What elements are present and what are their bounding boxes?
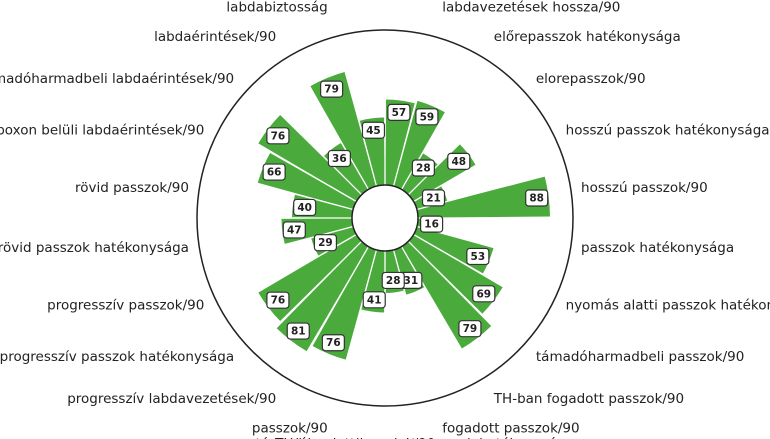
category-label-8: támadóharmadbeli passzok/90 [536, 349, 744, 365]
value-label-11: 28 [386, 275, 401, 287]
category-label-4: hosszú passzok hatékonysága [566, 123, 770, 139]
value-label-23: 45 [366, 125, 381, 137]
category-label-5: hosszú passzok/90 [581, 180, 708, 196]
value-label-3: 48 [451, 156, 466, 168]
value-box-20 [266, 127, 290, 145]
gridline-15 [255, 240, 363, 348]
value-box-16 [313, 234, 338, 252]
gridline-21 [255, 88, 363, 196]
gridline-23 [337, 41, 378, 187]
outer-ring [196, 29, 574, 407]
gridline-8 [413, 233, 544, 311]
gridline-9 [407, 240, 515, 348]
value-label-10: 31 [404, 275, 419, 287]
gridline-4 [413, 125, 544, 203]
value-label-14: 81 [291, 326, 306, 338]
category-label-20: támadóharmadbeli labdaérintések/90 [0, 71, 234, 87]
value-box-7 [466, 247, 490, 266]
category-label-14: progresszív labdavezetések/90 [67, 391, 276, 407]
value-box-9 [458, 320, 482, 338]
value-label-2: 28 [416, 163, 431, 175]
category-label-21: labdaérintések/90 [154, 29, 276, 45]
value-box-17 [282, 221, 306, 239]
value-label-0: 57 [392, 107, 407, 119]
gridline-1 [392, 41, 433, 187]
gridline-13 [337, 249, 378, 395]
category-label-19: boxon belüli labdaérintések/90 [0, 123, 204, 139]
category-label-3: elorepasszok/90 [536, 71, 646, 87]
category-label-16: progresszív passzok/90 [47, 297, 204, 313]
value-box-5 [525, 189, 549, 207]
category-label-7: nyomás alatti passzok hatékonys [566, 297, 770, 313]
value-label-13: 76 [326, 337, 341, 349]
category-label-9: TH-ban fogadott passzok/90 [493, 391, 684, 407]
category-label-11: támadóharmadba adott passzok hatékonyság… [256, 436, 574, 439]
value-box-0 [387, 103, 411, 122]
bar-0 [385, 99, 415, 187]
value-box-3 [447, 152, 471, 170]
value-box-13 [321, 334, 345, 352]
gridline-10 [400, 246, 478, 377]
category-label-2: előrepasszok hatékonysága [494, 29, 681, 45]
value-label-7: 53 [471, 251, 486, 263]
value-label-21: 36 [332, 153, 347, 165]
value-label-19: 66 [267, 167, 282, 179]
value-label-17: 47 [287, 224, 302, 236]
bar-5 [416, 176, 550, 218]
value-box-14 [286, 322, 310, 340]
value-label-12: 41 [367, 294, 382, 306]
inner-hole [351, 184, 419, 252]
value-label-8: 69 [476, 288, 491, 300]
value-label-15: 76 [271, 295, 286, 307]
value-label-22: 79 [324, 84, 339, 96]
value-box-21 [327, 149, 351, 168]
gridline-3 [407, 88, 515, 196]
value-box-2 [411, 159, 435, 177]
category-label-1: labdavezetések hossza/90 [442, 0, 620, 15]
value-label-4: 21 [426, 192, 441, 204]
value-box-6 [419, 215, 444, 233]
value-box-19 [262, 163, 286, 181]
bar-22 [310, 72, 377, 190]
value-box-15 [266, 291, 290, 309]
category-label-13: passzok/90 [252, 421, 328, 437]
value-label-5: 88 [529, 193, 544, 205]
bar-13 [312, 246, 377, 360]
gridline-19 [208, 170, 354, 211]
value-box-11 [381, 271, 405, 290]
value-label-1: 59 [420, 111, 435, 123]
gridline-14 [292, 246, 370, 377]
category-label-22: labdabiztosság [226, 0, 327, 15]
value-label-6: 16 [424, 219, 439, 231]
value-box-18 [293, 198, 317, 217]
gridline-20 [226, 125, 357, 203]
category-label-17: rövid passzok hatékonysága [0, 240, 189, 256]
value-box-22 [320, 80, 344, 98]
category-label-10: fogadott passzok/90 [442, 421, 579, 437]
value-label-18: 40 [297, 202, 312, 214]
value-box-4 [421, 189, 446, 207]
gridline-7 [416, 225, 562, 266]
category-label-6: passzok hatékonysága [581, 240, 734, 256]
value-box-12 [362, 291, 386, 309]
category-label-15: progresszív passzok hatékonysága [0, 349, 234, 365]
gridline-17 [208, 225, 354, 266]
value-box-1 [415, 108, 439, 126]
gridline-22 [292, 59, 370, 190]
category-label-12: TH-ba adott passzok/90 [274, 436, 435, 439]
value-label-9: 79 [463, 323, 478, 335]
value-box-23 [361, 121, 386, 139]
value-box-8 [472, 285, 496, 303]
value-label-20: 76 [271, 130, 286, 142]
category-label-18: rövid passzok/90 [75, 180, 189, 196]
value-label-16: 29 [318, 237, 333, 249]
